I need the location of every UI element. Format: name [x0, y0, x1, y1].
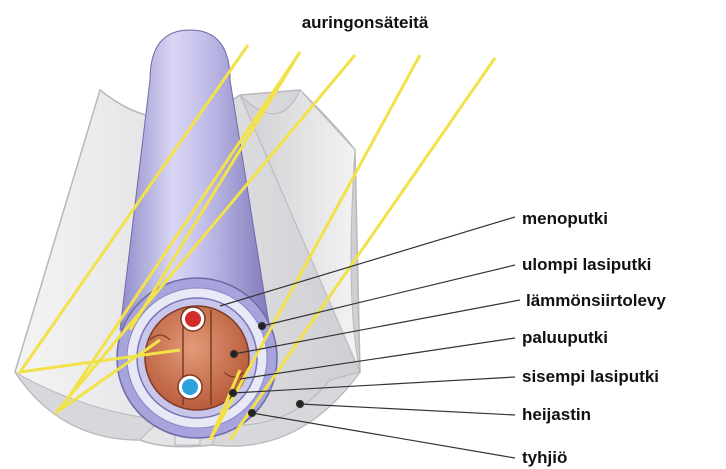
- return-pipe: [178, 375, 202, 399]
- label-lammonsiirtolevy: lämmönsiirtolevy: [526, 291, 666, 310]
- label-paluuputki: paluuputki: [522, 328, 608, 347]
- label-ulompi-lasiputki: ulompi lasiputki: [522, 255, 651, 274]
- label-heijastin: heijastin: [522, 405, 591, 424]
- label-sisempi-lasiputki: sisempi lasiputki: [522, 367, 659, 386]
- label-menoputki: menoputki: [522, 209, 608, 228]
- label-tyhjio: tyhjiö: [522, 448, 567, 467]
- diagram-title: auringonsäteitä: [302, 13, 429, 32]
- flow-pipe: [181, 307, 205, 331]
